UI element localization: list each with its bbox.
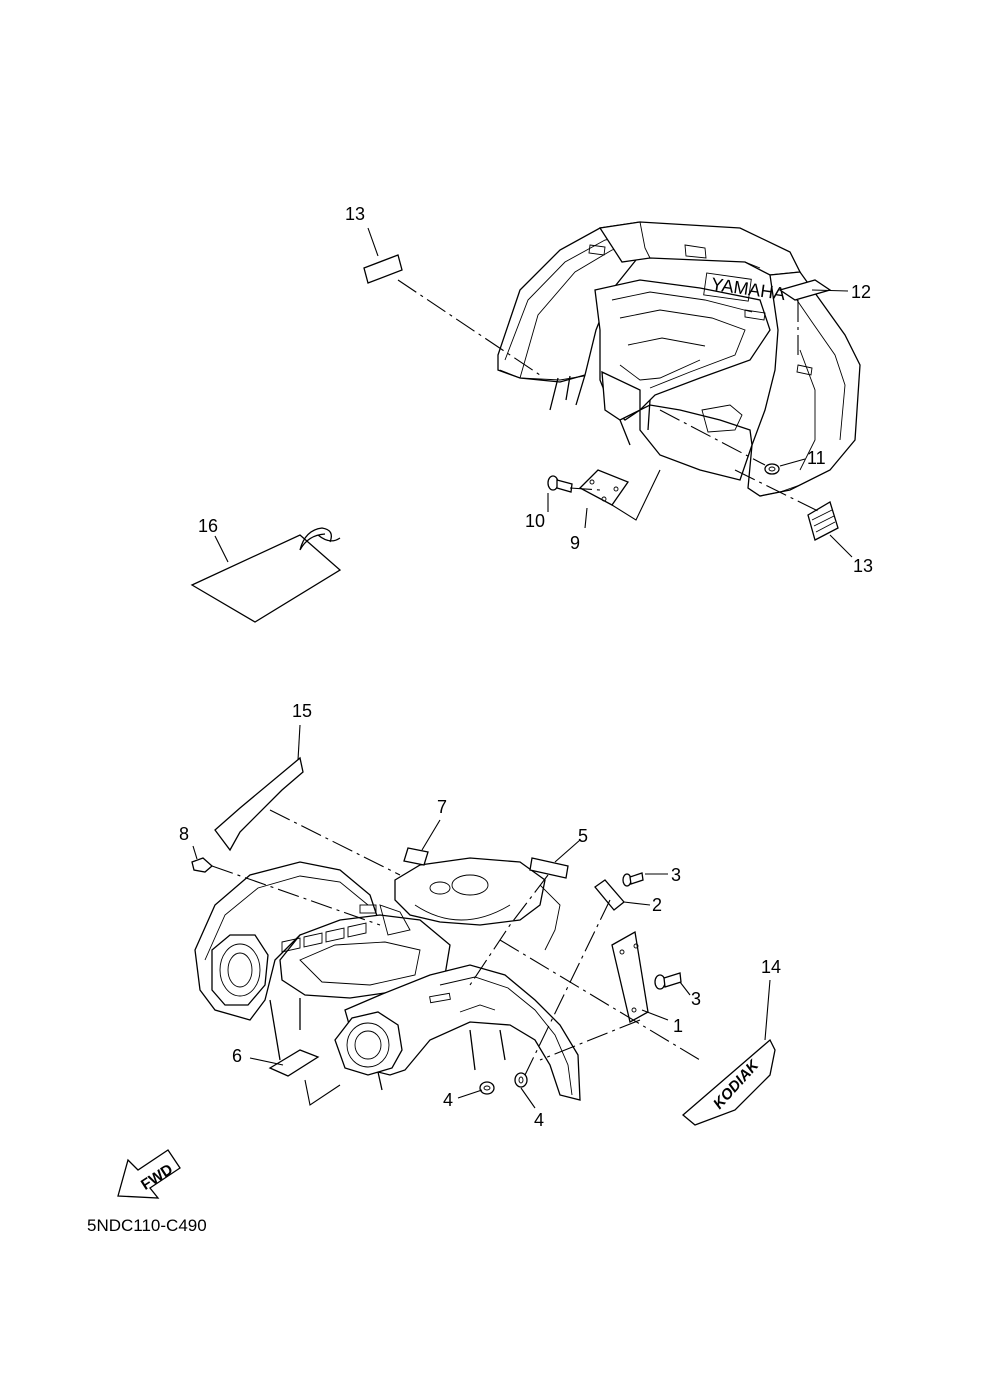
- decal-6: [268, 1049, 320, 1077]
- callout-5: 5: [578, 826, 588, 846]
- decal-8: [191, 857, 213, 873]
- fwd-arrow-icon: FWD: [117, 1149, 181, 1199]
- callout-13-bottom: 13: [853, 556, 873, 576]
- callout-2: 2: [652, 895, 662, 915]
- callout-12: 12: [851, 282, 871, 302]
- callout-9: 9: [570, 533, 580, 553]
- decal-5: [529, 857, 569, 879]
- rear-fender: YAMAHA: [497, 221, 861, 497]
- callout-8: 8: [179, 824, 189, 844]
- callout-1: 1: [673, 1016, 683, 1036]
- callout-10: 10: [525, 511, 545, 531]
- callout-7: 7: [437, 797, 447, 817]
- callout-11: 11: [807, 448, 826, 468]
- assembly-lines: [211, 279, 821, 1076]
- screw-3-top: [622, 872, 644, 887]
- leader-lines: [192, 227, 853, 1109]
- grommet-4-right: [514, 1072, 528, 1088]
- label-16: [190, 534, 342, 623]
- callout-16: 16: [198, 516, 218, 536]
- callout-14: 14: [761, 957, 781, 977]
- callout-3-bottom: 3: [691, 989, 701, 1009]
- callouts: 1 2 3 3 4 4 5 6 7 8 9 10 11 12 13 13 14 …: [179, 204, 873, 1130]
- callout-6: 6: [232, 1046, 242, 1066]
- plate-1: [611, 930, 649, 1023]
- plate-9: [578, 469, 630, 506]
- decal-14-kodiak: KODIAK: [681, 1038, 776, 1126]
- decal-15: [214, 756, 304, 852]
- plate-2: [594, 879, 625, 911]
- grommet-11: [764, 463, 780, 475]
- callout-15: 15: [292, 701, 312, 721]
- decal-7: [403, 847, 429, 866]
- grommet-4-left: [479, 1081, 495, 1095]
- callout-4-left: 4: [443, 1090, 453, 1110]
- decal-13-top: [363, 254, 403, 284]
- callout-4-right: 4: [534, 1110, 544, 1130]
- screw-3-bottom: [654, 972, 682, 990]
- front-fender: [194, 857, 581, 1101]
- callout-13-top: 13: [345, 204, 365, 224]
- bolt-10: [547, 475, 573, 493]
- diagram-code: 5NDC110-C490: [87, 1216, 207, 1235]
- callout-3-top: 3: [671, 865, 681, 885]
